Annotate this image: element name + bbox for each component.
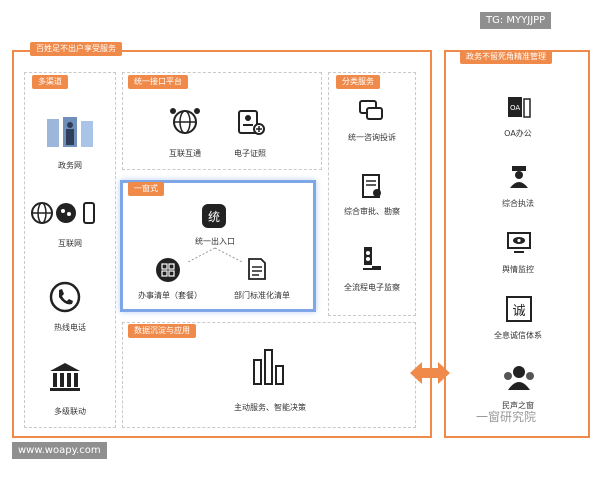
bar-chart-icon: [250, 346, 290, 386]
platform-title: 统一接口平台: [128, 75, 188, 89]
oa-icon: OA: [506, 94, 532, 120]
onestop-center-label: 统一出入口: [195, 237, 235, 246]
channels-box: [24, 72, 116, 428]
channels-title: 多渠道: [32, 75, 68, 89]
onestop-box: [120, 180, 316, 312]
data-title: 数据沉淀与应用: [128, 324, 196, 338]
network-icon: [168, 106, 202, 136]
channel-label-3: 多级联动: [54, 407, 86, 416]
svg-text:OA: OA: [510, 104, 520, 112]
classified-label-2: 全流程电子监察: [344, 283, 400, 292]
platform-label-1: 电子证照: [234, 149, 266, 158]
integrity-icon: 诚: [506, 296, 532, 322]
platform-box: [122, 72, 322, 170]
watermark-bottom: www.woapy.com: [12, 442, 107, 459]
unified-entry-glyph: 统: [207, 209, 220, 224]
onestop-title: 一窗式: [128, 182, 164, 196]
monitor-icon: [360, 244, 384, 272]
officer-icon: [506, 164, 532, 190]
left-panel: [12, 50, 432, 438]
phone-icon: [48, 280, 82, 314]
right-label-2: 舆情监控: [502, 265, 534, 274]
globe-chat-phone-icon: [30, 200, 102, 226]
checklist-icon: [156, 258, 180, 282]
list-document-icon: [246, 256, 268, 282]
eye-monitor-icon: [506, 230, 532, 256]
bank-icon: [48, 360, 82, 394]
onestop-left-label: 办事清单（套餐）: [138, 291, 202, 300]
data-label: 主动服务、智能决策: [234, 403, 306, 412]
signature-text: 一窗研究院: [476, 410, 537, 424]
people-icon: [502, 364, 536, 392]
classified-box: [328, 72, 416, 316]
channel-label-1: 互联网: [58, 239, 82, 248]
channel-label-2: 热线电话: [54, 323, 86, 332]
double-arrow: [410, 362, 450, 384]
watermark-top: TG: MYYJJPP: [480, 12, 552, 29]
right-label-1: 综合执法: [502, 199, 534, 208]
signature-watermark: 一窗研究院: [476, 408, 536, 425]
onestop-right-label: 部门标准化清单: [234, 291, 290, 300]
classified-title: 分类服务: [336, 75, 380, 89]
certificate-icon: [236, 108, 266, 136]
integrity-glyph: 诚: [512, 303, 526, 319]
chat-icon: [358, 98, 384, 124]
platform-label-0: 互联互通: [169, 149, 201, 158]
right-label-4: 民声之窗: [502, 401, 534, 410]
connector-lines: [187, 247, 243, 263]
classified-label-0: 统一咨询投诉: [348, 133, 396, 142]
channel-label-0: 政务网: [58, 161, 82, 170]
kiosk-icon: [40, 114, 100, 150]
right-panel-title: 政务不留死角精准管理: [460, 50, 552, 64]
right-label-3: 全息诚信体系: [494, 331, 542, 340]
left-panel-title: 百姓足不出户享受服务: [30, 42, 122, 56]
right-label-0: OA办公: [504, 129, 532, 138]
classified-label-1: 综合审批、勘察: [344, 207, 400, 216]
unified-entry-icon: 统: [202, 204, 226, 228]
document-icon: [360, 172, 384, 200]
